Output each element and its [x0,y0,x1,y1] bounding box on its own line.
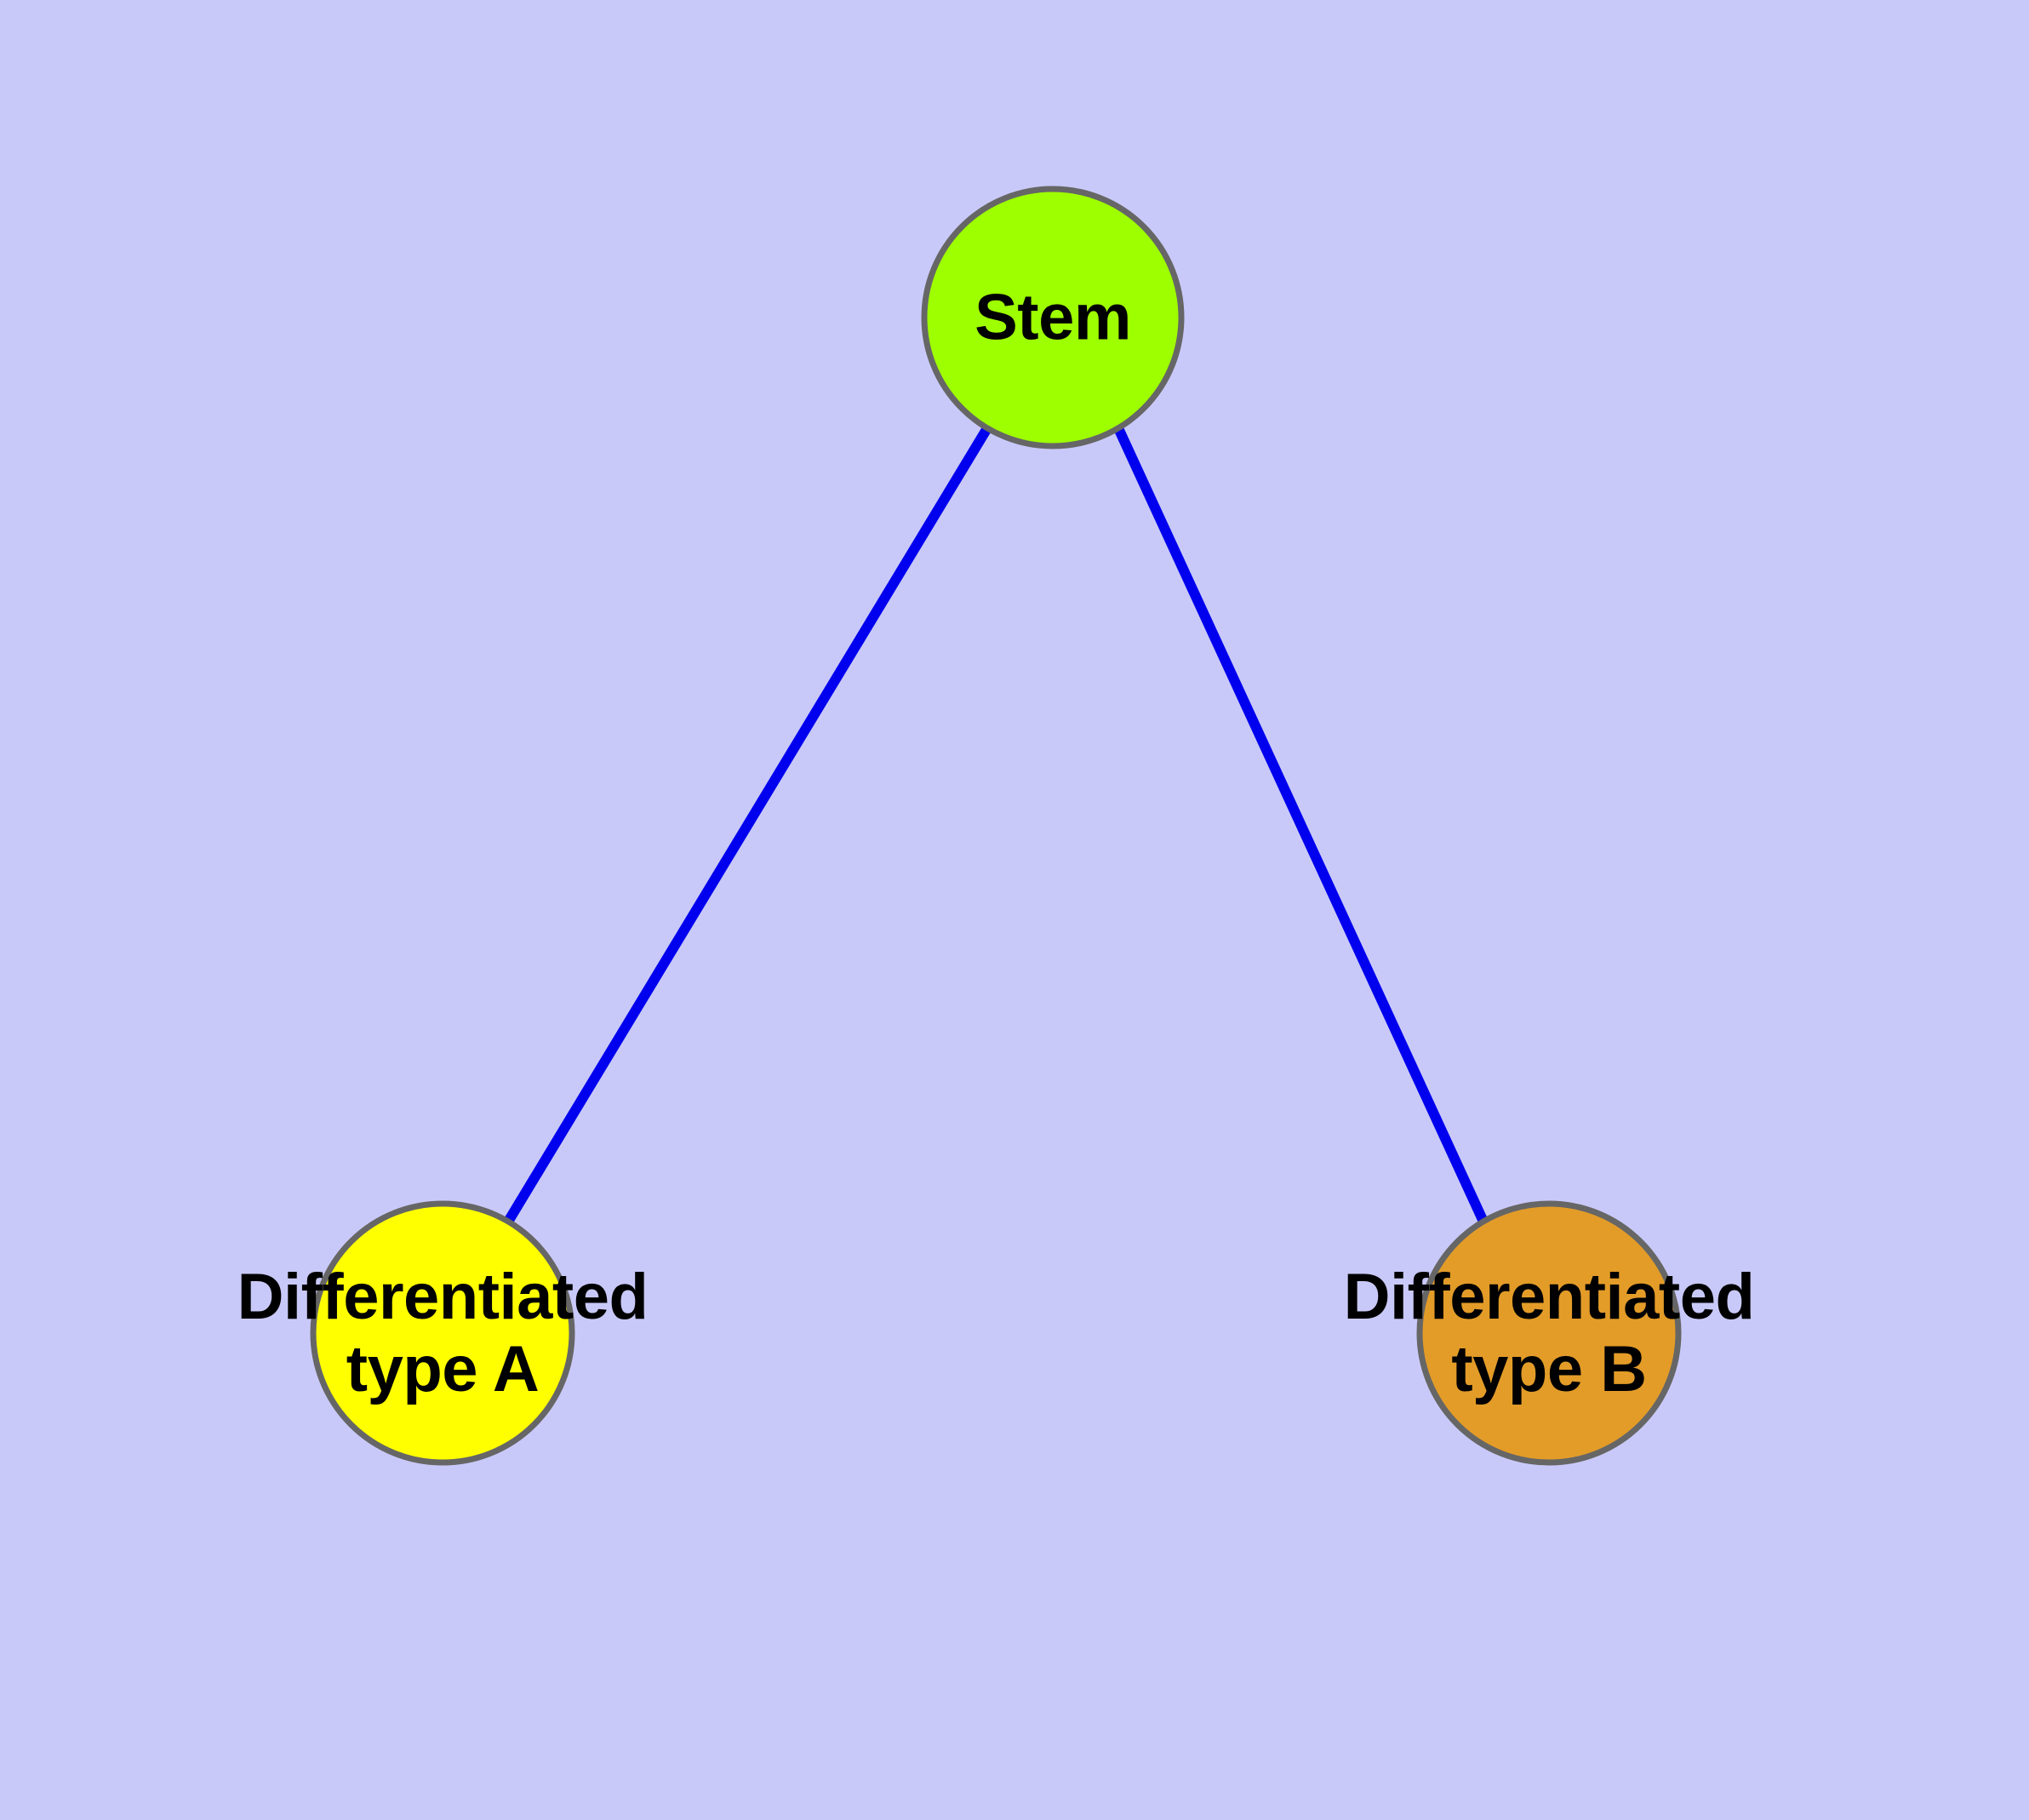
nodes-layer [310,186,1682,1466]
node-circle-diff_b[interactable] [1416,1200,1682,1466]
node-circle-stem[interactable] [921,186,1185,449]
edge-stem-diff-b[interactable] [1113,426,1489,1224]
node-circle-diff_a[interactable] [310,1200,575,1466]
edges-layer [503,425,1489,1225]
edge-stem-diff-a[interactable] [503,425,992,1225]
